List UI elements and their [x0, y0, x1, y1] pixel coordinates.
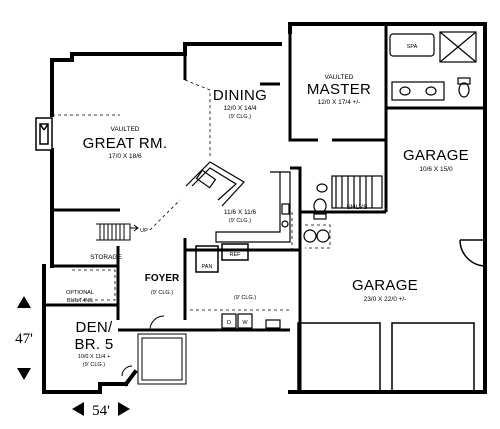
exterior-walls: [42, 22, 487, 394]
den-ceiling: (9' CLG.): [83, 362, 105, 368]
foyer-ceiling: (9' CLG.): [151, 290, 173, 296]
down-arrow-icon: [17, 368, 31, 380]
ref-label: REF: [230, 252, 242, 258]
dining-size: 12/0 X 14/4: [223, 105, 257, 112]
master-size: 12/0 X 17/4 +/-: [318, 99, 361, 106]
optional-builtins-line1: OPTIONAL: [66, 290, 94, 296]
garage-small-name: GARAGE: [403, 147, 469, 164]
up-arrow-icon: [17, 296, 31, 308]
front-porch: [121, 315, 187, 385]
laundry-ceiling: (9' CLG.): [234, 295, 256, 301]
dashed-lines: [52, 79, 331, 311]
kitchen-counters: [185, 161, 291, 243]
pantry-ref: [195, 243, 249, 273]
great-room-prefix: VAULTED: [110, 126, 139, 133]
den-name-line1: DEN/: [75, 319, 113, 336]
foyer-name: FOYER: [145, 273, 180, 284]
dining-ceiling: (9' CLG.): [229, 114, 251, 120]
master-name: MASTER: [307, 81, 371, 98]
washer-dryer: [221, 313, 281, 329]
spa-label: SPA: [407, 44, 418, 50]
left-arrow-icon: [72, 402, 84, 416]
up-label: UP: [140, 228, 148, 234]
garage-large-name: GARAGE: [352, 277, 418, 294]
garage-doors: [297, 239, 487, 392]
dryer-label: D: [227, 320, 231, 326]
den-size: 10/0 X 11/4 +: [78, 354, 110, 360]
great-room-size: 17/0 X 18/6: [108, 153, 142, 160]
shelves-label: SHLVS: [347, 204, 368, 211]
storage-label: STORAGE: [90, 254, 122, 261]
master-prefix: VAULTED: [324, 74, 353, 81]
dining-name: DINING: [213, 87, 267, 104]
stairs: [96, 223, 139, 241]
den-name-line2: BR. 5: [74, 336, 113, 353]
width-indicator: 54': [72, 402, 130, 419]
pantry-label: PAN: [202, 264, 213, 270]
washer-label: W: [242, 320, 248, 326]
fireplace: [35, 117, 53, 151]
optional-builtins-line2: BUILT-INS: [67, 298, 93, 304]
depth-dimension: 47': [15, 331, 33, 347]
depth-indicator: 47': [15, 296, 33, 380]
master-bath-fixtures: [303, 31, 477, 243]
kitchen-size: 11/6 X 11/6: [224, 209, 257, 216]
kitchen-ceiling: (9' CLG.): [229, 218, 251, 224]
great-room-name: GREAT RM.: [83, 135, 168, 152]
interior-walls: [44, 24, 485, 392]
right-arrow-icon: [118, 402, 130, 416]
garage-small-size: 10/6 X 15/0: [419, 166, 453, 173]
width-dimension: 54': [92, 403, 110, 419]
garage-large-size: 23/0 X 22/0 +/-: [364, 296, 407, 303]
